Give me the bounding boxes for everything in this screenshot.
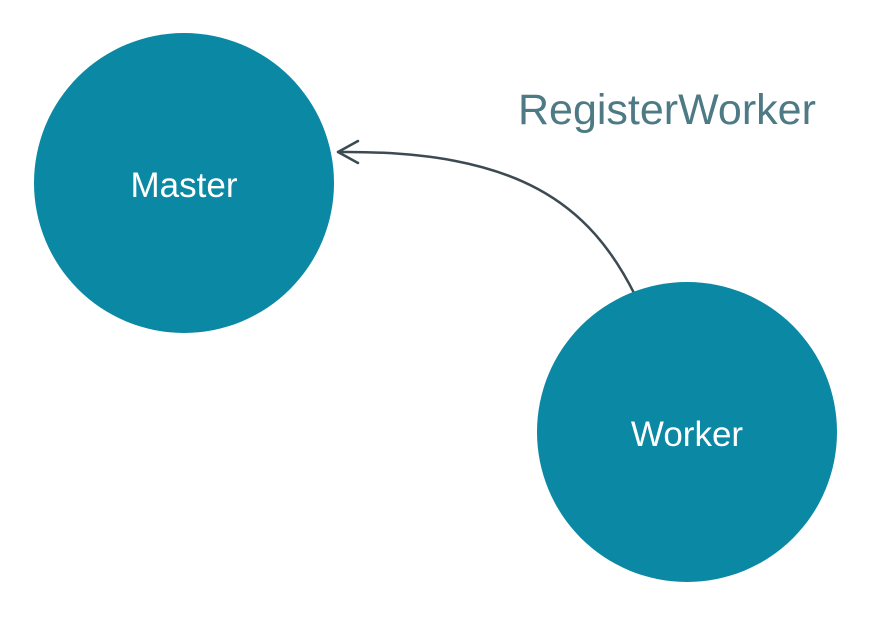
- worker-node-circle: [537, 282, 837, 582]
- master-node-circle: [34, 33, 334, 333]
- register-worker-edge: [336, 139, 637, 297]
- master-node: Master: [34, 33, 334, 333]
- worker-node-label: Worker: [631, 415, 743, 454]
- edge-arrow-line: [336, 150, 637, 297]
- master-node-label: Master: [131, 166, 238, 205]
- edge-label: RegisterWorker: [518, 86, 816, 134]
- worker-node: Worker: [537, 282, 837, 582]
- arrow-head-icon: [336, 139, 360, 165]
